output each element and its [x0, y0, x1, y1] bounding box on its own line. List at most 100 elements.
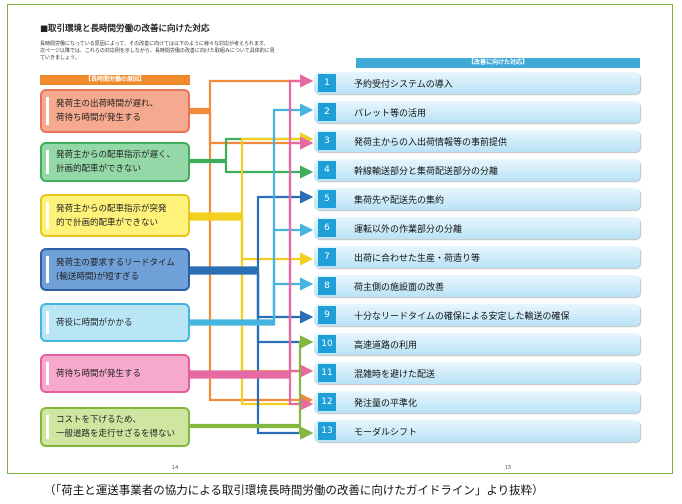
cause-text: 荷役に時間がかかる: [56, 316, 133, 330]
cause-box: 発荷主の要求するリードタイム (輸送時間)が短すぎる: [40, 248, 190, 291]
cause-accent-bar: [46, 202, 49, 229]
connector-arrow: [190, 216, 314, 378]
page-number-left: 14: [172, 465, 179, 471]
connector-arrow: [190, 335, 314, 427]
measure-label: 発荷主からの入出荷情報等の事前提供: [354, 137, 508, 148]
connector-arrow: [190, 218, 314, 411]
connector-arrow: [190, 111, 314, 407]
measure-item: 3 発荷主からの入出荷情報等の事前提供: [314, 130, 640, 152]
measure-item: 10 高速道路の利用: [314, 333, 640, 355]
cause-line: 発荷主からの配車指示が遅く、: [56, 150, 176, 160]
page-title: ■取引環境と長時間労働の改善に向けた対応: [40, 24, 210, 34]
intro-line: 次ページ以降では、これらの対応例を示しながら、長時間労働の改善に向けた取組みにつ…: [40, 48, 275, 54]
measure-number: 5: [318, 190, 336, 208]
measure-label: 運転以外の作業部分の分離: [354, 224, 463, 235]
cause-line: (輸送時間)が短すぎる: [56, 271, 140, 282]
cause-line: 荷待ち時間が発生する: [56, 368, 142, 379]
measure-number: 10: [318, 335, 336, 353]
cause-box: 発荷主の出荷時間が遅れ、荷待ち時間が発生する: [40, 89, 190, 133]
measure-label: パレット等の活用: [354, 108, 427, 119]
connector-arrow: [190, 270, 314, 349]
cause-text: コストを下げるため、一般道路を走行せざるを得ない: [56, 413, 175, 441]
connector-arrow: [190, 190, 314, 269]
cause-line: 荷待ち時間が発生する: [56, 113, 142, 123]
intro-line: ていきましょう。: [40, 55, 80, 61]
intro-text: 長時間労働になっている原因によって、その改善に向けては以下のように様々な対応が考…: [40, 41, 330, 62]
cause-text: 発荷主の要求するリードタイム (輸送時間)が短すぎる: [56, 256, 175, 284]
cause-accent-bar: [46, 97, 49, 125]
connector-arrow: [190, 214, 314, 266]
cause-box: 発荷主からの配車指示が遅く、計画的配車ができない: [40, 142, 190, 182]
measure-number: 3: [318, 132, 336, 150]
cause-text: 発荷主からの配車指示が突発的で計画的配車ができない: [56, 202, 167, 230]
cause-accent-bar: [46, 256, 49, 283]
connector-arrow: [190, 136, 314, 375]
causes-header: 【長時間労働の原因】: [40, 75, 190, 85]
connector-arrow: [190, 268, 314, 324]
measure-number: 6: [318, 219, 336, 237]
cause-accent-bar: [46, 311, 49, 334]
measure-label: 混雑時を避けた配送: [354, 369, 436, 380]
measures-header: 【改善に向けた対応】: [356, 58, 640, 68]
measure-item: 11 混雑時を避けた配送: [314, 362, 640, 384]
cause-box: 荷待ち時間が発生する: [40, 354, 190, 393]
connector-arrow: [190, 223, 314, 324]
measure-item: 1 予約受付システムの導入: [314, 72, 640, 94]
connector-arrow: [190, 132, 314, 215]
measure-item: 9 十分なリードタイムの確保による安定した輸送の確保: [314, 304, 640, 326]
intro-line: 長時間労働になっている原因によって、その改善に向けては以下のように様々な対応が考…: [40, 41, 269, 47]
measure-number: 13: [318, 422, 336, 440]
connector-arrow: [190, 103, 314, 322]
measure-number: 1: [318, 74, 336, 92]
connector-arrow: [190, 74, 314, 373]
measure-label: 予約受付システムの導入: [354, 79, 453, 90]
measure-label: 高速道路の利用: [354, 340, 418, 351]
measure-number: 12: [318, 393, 336, 411]
connector-arrow: [190, 277, 314, 326]
measure-item: 2 パレット等の活用: [314, 101, 640, 123]
measure-number: 2: [318, 103, 336, 121]
cause-line: 発荷主の出荷時間が遅れ、: [56, 99, 159, 109]
cause-line: 一般道路を走行せざるを得ない: [56, 429, 176, 439]
measure-number: 11: [318, 364, 336, 382]
connector-arrow: [190, 160, 314, 179]
cause-box: 発荷主からの配車指示が突発的で計画的配車ができない: [40, 194, 190, 237]
cause-text: 荷待ち時間が発生する: [56, 367, 141, 381]
measure-label: 十分なリードタイムの確保による安定した輸送の確保: [354, 311, 570, 322]
cause-line: 荷役に時間がかかる: [56, 317, 133, 328]
measure-label: 荷主側の施設面の改善: [354, 282, 445, 293]
measure-number: 7: [318, 248, 336, 266]
measure-item: 7 出荷に合わせた生産・荷造り等: [314, 246, 640, 268]
page-number-right: 15: [505, 465, 512, 471]
measure-number: 8: [318, 277, 336, 295]
measure-label: 発注量の平準化: [354, 398, 418, 409]
connector-arrow: [190, 272, 314, 440]
connector-arrow: [190, 74, 314, 111]
cause-accent-bar: [46, 415, 49, 439]
measure-item: 6 運転以外の作業部分の分離: [314, 217, 640, 239]
cause-line: 計画的配車ができない: [56, 164, 142, 174]
cause-line: 的で計画的配車ができない: [56, 217, 159, 228]
measure-label: 集荷先や配送先の集約: [354, 195, 445, 206]
measure-item: 12 発注量の平準化: [314, 391, 640, 413]
measure-number: 9: [318, 306, 336, 324]
cause-box: 荷役に時間がかかる: [40, 303, 190, 342]
measure-item: 8 荷主側の施設面の改善: [314, 275, 640, 297]
measure-number: 4: [318, 161, 336, 179]
cause-line: コストを下げるため、: [56, 415, 142, 425]
measure-label: モーダルシフト: [354, 427, 418, 438]
cause-text: 発荷主からの配車指示が遅く、計画的配車ができない: [56, 148, 175, 176]
measure-label: 幹線輸送部分と集荷配送部分の分離: [354, 166, 499, 177]
source-caption: （「荷主と運送事業者の協力による取引環境長時間労働の改善に向けたガイドライン」よ…: [44, 483, 544, 497]
connector-arrow: [190, 425, 314, 440]
measure-item: 4 幹線輸送部分と集荷配送部分の分離: [314, 159, 640, 181]
cause-accent-bar: [46, 362, 49, 385]
cause-box: コストを下げるため、一般道路を走行せざるを得ない: [40, 407, 190, 447]
cause-accent-bar: [46, 150, 49, 174]
measure-item: 13 モーダルシフト: [314, 420, 640, 442]
cause-line: 発荷主の要求するリードタイム: [56, 257, 175, 268]
measure-item: 5 集荷先や配送先の集約: [314, 188, 640, 210]
cause-line: 発荷主からの配車指示が突発: [56, 203, 167, 214]
measure-label: 出荷に合わせた生産・荷造り等: [354, 253, 481, 264]
